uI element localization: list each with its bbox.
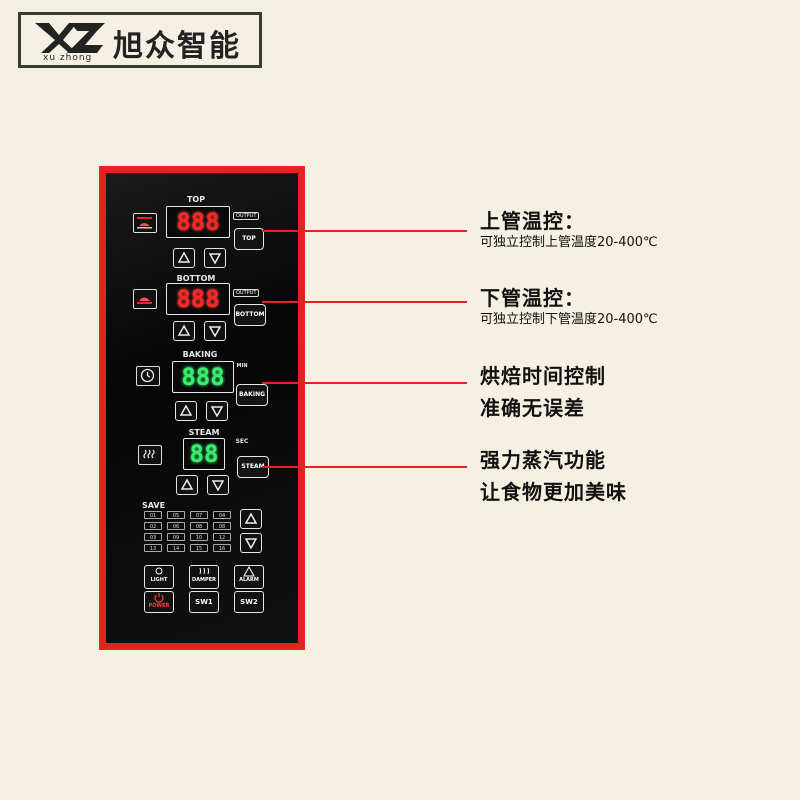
alarm-button-label: ALARM	[239, 577, 259, 583]
annotation-line-baking	[262, 382, 467, 384]
light-button[interactable]: LIGHT	[144, 565, 174, 589]
steam-time-display: 88	[183, 438, 225, 470]
save-slot[interactable]: 06	[167, 522, 185, 530]
xz-logo-icon	[35, 23, 105, 53]
baking-down-button[interactable]	[206, 401, 228, 421]
top-button-label: TOP	[242, 235, 256, 242]
annotation-baking-subtitle: 准确无误差	[480, 396, 585, 420]
save-slot[interactable]: 15	[190, 544, 208, 552]
baking-unit: MIN	[236, 363, 248, 369]
arrow-up-icon	[177, 251, 191, 263]
save-slot[interactable]: 12	[213, 533, 231, 541]
annotation-steam-title: 强力蒸汽功能	[480, 448, 606, 472]
save-slot[interactable]: 13	[144, 544, 162, 552]
power-icon	[154, 593, 164, 603]
light-button-label: LIGHT	[150, 577, 168, 583]
annotation-top-subtitle: 可独立控制上管温度20-400℃	[480, 235, 658, 250]
arrow-down-icon	[208, 326, 222, 338]
annotation-top-title: 上管温控：	[480, 209, 585, 233]
top-label: TOP	[186, 195, 206, 204]
save-slot[interactable]: 04	[213, 511, 231, 519]
bottom-label: BOTTOM	[176, 274, 216, 283]
clock-icon	[136, 366, 160, 386]
power-button[interactable]: POWER	[144, 591, 174, 613]
annotation-bottom-subtitle: 可独立控制下管温度20-400℃	[480, 312, 658, 327]
sw1-button[interactable]: SW1	[189, 591, 219, 613]
brand-name: 旭众智能	[113, 29, 241, 64]
annotation-line-steam	[262, 466, 467, 468]
bottom-button-label: BOTTOM	[235, 311, 265, 318]
baking-button[interactable]: BAKING	[236, 384, 268, 406]
top-up-button[interactable]	[173, 248, 195, 268]
annotation-bottom-title: 下管温控：	[480, 286, 585, 310]
arrow-up-icon	[180, 478, 194, 490]
steam-up-button[interactable]	[176, 475, 198, 495]
arrow-up-icon	[244, 512, 258, 524]
save-down-button[interactable]	[240, 533, 262, 553]
arrow-up-icon	[179, 404, 193, 416]
sw1-button-label: SW1	[195, 598, 213, 606]
save-slot[interactable]: 03	[144, 533, 162, 541]
baking-label: BAKING	[182, 350, 218, 359]
annotation-baking-title: 烘焙时间控制	[480, 364, 606, 388]
save-slot[interactable]: 16	[213, 544, 231, 552]
save-slot[interactable]: 10	[190, 533, 208, 541]
steam-down-button[interactable]	[207, 475, 229, 495]
top-output-indicator: OUTPUT	[233, 212, 260, 220]
arrow-down-icon	[208, 253, 222, 265]
steam-label: STEAM	[188, 428, 220, 437]
annotation-steam-subtitle: 让食物更加美味	[480, 480, 627, 504]
alarm-icon	[243, 565, 255, 577]
save-slot[interactable]: 08	[213, 522, 231, 530]
annotation-line-bottom	[262, 301, 467, 303]
damper-button-label: DAMPER	[192, 577, 216, 583]
save-slot[interactable]: 02	[144, 522, 162, 530]
arrow-down-icon	[211, 480, 225, 492]
damper-icon	[199, 567, 209, 575]
top-button[interactable]: TOP	[234, 228, 264, 250]
bottom-heater-icon	[133, 289, 157, 309]
save-slots-grid: 01 05 07 04 02 06 08 08 03 09 10 12 13 14 15 16	[144, 511, 244, 557]
damper-button[interactable]: DAMPER	[189, 565, 219, 589]
steam-unit: SEC	[235, 438, 249, 445]
save-slot[interactable]: 01	[144, 511, 162, 519]
baking-time-display: 888	[172, 361, 234, 393]
steam-button[interactable]: STEAM	[237, 456, 269, 478]
save-up-button[interactable]	[240, 509, 262, 529]
save-slot[interactable]: 09	[167, 533, 185, 541]
bottom-temperature-value: 888	[176, 285, 220, 313]
save-slot[interactable]: 05	[167, 511, 185, 519]
save-label: SAVE	[142, 501, 166, 510]
arrow-down-icon	[210, 406, 224, 418]
arrow-down-icon	[244, 538, 258, 550]
alarm-button[interactable]: ALARM	[234, 565, 264, 589]
steam-button-label: STEAM	[241, 463, 265, 470]
power-button-label: POWER	[148, 603, 170, 609]
top-heater-icon	[133, 213, 157, 233]
baking-button-label: BAKING	[238, 391, 266, 398]
brand-logo: xu zhong 旭众智能	[18, 12, 262, 68]
save-slot[interactable]: 08	[190, 522, 208, 530]
steam-icon	[138, 445, 162, 465]
sw2-button-label: SW2	[240, 598, 258, 606]
baking-up-button[interactable]	[175, 401, 197, 421]
top-temperature-display: 888	[166, 206, 230, 238]
bottom-button[interactable]: BOTTOM	[234, 304, 266, 326]
annotation-line-top	[262, 230, 467, 232]
control-panel: TOP 888 OUTPUT TOP BOTTOM 888 OUTPUT BOT…	[106, 173, 298, 643]
bottom-output-indicator: OUTPUT	[233, 289, 260, 297]
save-slot[interactable]: 14	[167, 544, 185, 552]
arrow-up-icon	[177, 324, 191, 336]
bottom-down-button[interactable]	[204, 321, 226, 341]
top-down-button[interactable]	[204, 248, 226, 268]
light-bulb-icon	[155, 567, 163, 575]
bottom-temperature-display: 888	[166, 283, 230, 315]
brand-subtitle: xu zhong	[43, 53, 93, 63]
baking-time-value: 888	[181, 363, 225, 391]
sw2-button[interactable]: SW2	[234, 591, 264, 613]
top-temperature-value: 888	[176, 208, 220, 236]
save-slot[interactable]: 07	[190, 511, 208, 519]
steam-time-value: 88	[189, 440, 219, 468]
bottom-up-button[interactable]	[173, 321, 195, 341]
